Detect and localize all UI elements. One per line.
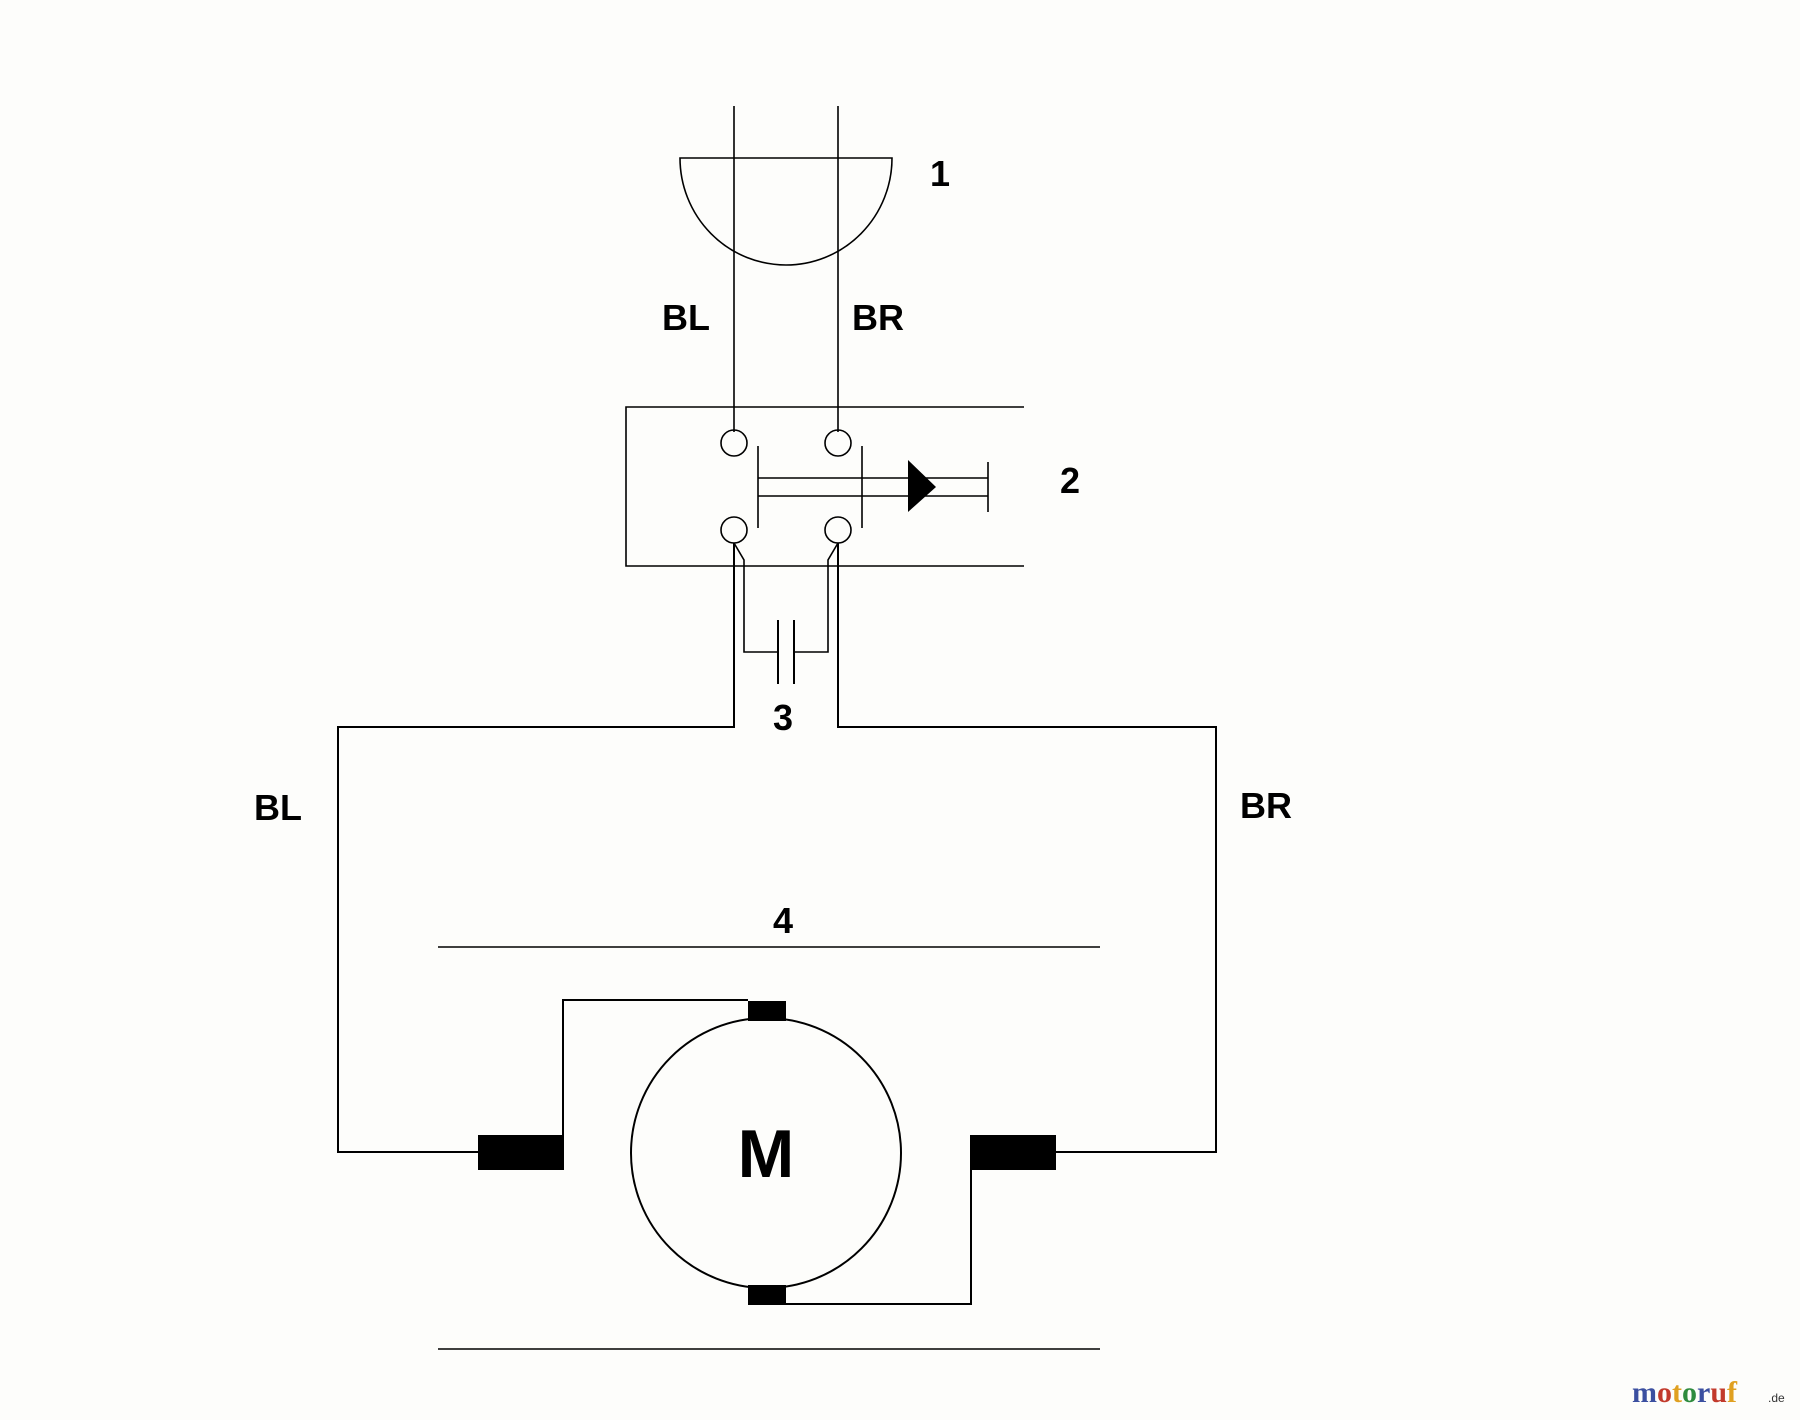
watermark-logo: motoruf .de	[1632, 1372, 1792, 1412]
switch-arrow-icon	[908, 460, 936, 512]
switch-terminal-bottom-right	[824, 516, 852, 544]
field-coil-left	[478, 1135, 564, 1170]
switch-terminal-top-left	[720, 429, 748, 457]
svg-text:motoruf: motoruf	[1632, 1376, 1738, 1409]
capacitor-label: 3	[773, 697, 793, 738]
switch-terminal-bottom-left	[720, 516, 748, 544]
capacitor-symbol	[733, 542, 839, 684]
motor-label: M	[738, 1116, 795, 1192]
switch-actuator	[757, 446, 989, 528]
plug-symbol	[679, 157, 893, 266]
brush-bottom	[748, 1285, 786, 1305]
field-coil-right	[970, 1135, 1056, 1170]
motor-right-wire-label: BR	[1240, 785, 1292, 826]
motor-housing-label: 4	[773, 900, 793, 941]
switch-terminal-top-right	[824, 429, 852, 457]
switch-enclosure	[625, 406, 1024, 567]
supply-right-wire-label: BR	[852, 297, 904, 338]
brush-top	[748, 1001, 786, 1021]
motor-wire-right	[837, 543, 1217, 1153]
plug-label: 1	[930, 153, 950, 194]
motor-wire-left	[337, 543, 735, 1153]
supply-left-wire-label: BL	[662, 297, 710, 338]
motor-left-wire-label: BL	[254, 787, 302, 828]
brush-bottom-connection	[786, 1170, 972, 1305]
brush-top-connection	[562, 999, 748, 1135]
svg-text:.de: .de	[1768, 1391, 1785, 1405]
switch-label: 2	[1060, 460, 1080, 501]
